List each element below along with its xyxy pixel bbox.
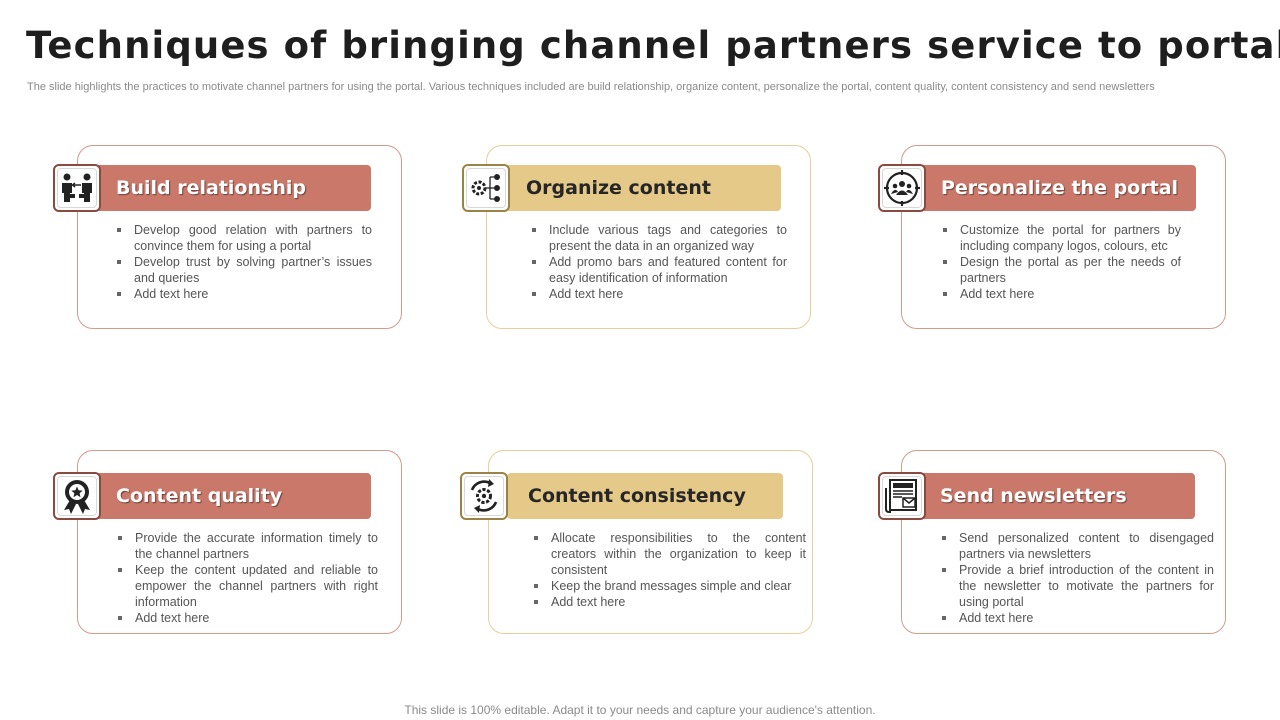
bullet-item: Allocate responsibilities to the content… [532, 530, 806, 578]
slide-footer: This slide is 100% editable. Adapt it to… [404, 703, 876, 717]
bullet-item: Add text here [941, 286, 1181, 302]
bullet-item: Add text here [116, 610, 378, 626]
card-bullets-content-consistency: Allocate responsibilities to the content… [532, 530, 806, 610]
card-heading-personalize-portal: Personalize the portal [920, 165, 1196, 211]
hierarchy-gear-icon [462, 164, 510, 212]
card-bullets-personalize-portal: Customize the portal for partners by inc… [941, 222, 1181, 302]
bullet-item: Add text here [530, 286, 787, 302]
bullet-item: Develop trust by solving partner’s issue… [115, 254, 372, 286]
card-content-consistency [488, 450, 813, 634]
card-organize-content [486, 145, 811, 329]
refresh-cycle-icon [460, 472, 508, 520]
bullet-item: Add text here [532, 594, 806, 610]
bullet-item: Add text here [115, 286, 372, 302]
card-heading-send-newsletters: Send newsletters [919, 473, 1195, 519]
card-content-quality [77, 450, 402, 634]
card-send-newsletters [901, 450, 1226, 634]
bullet-item: Send personalized content to disengaged … [940, 530, 1214, 562]
card-bullets-build-relationship: Develop good relation with partners to c… [115, 222, 372, 302]
newspaper-mail-icon [878, 472, 926, 520]
bullet-item: Keep the brand messages simple and clear [532, 578, 806, 594]
card-heading-build-relationship: Build relationship [94, 165, 371, 211]
card-bullets-organize-content: Include various tags and categories to p… [530, 222, 787, 302]
bullet-item: Add promo bars and featured content for … [530, 254, 787, 286]
bullet-item: Provide a brief introduction of the cont… [940, 562, 1214, 610]
card-bullets-send-newsletters: Send personalized content to disengaged … [940, 530, 1214, 626]
card-personalize-portal [901, 145, 1226, 329]
bullet-item: Customize the portal for partners by inc… [941, 222, 1181, 254]
bullet-item: Add text here [940, 610, 1214, 626]
bullet-item: Develop good relation with partners to c… [115, 222, 372, 254]
bullet-item: Keep the content updated and reliable to… [116, 562, 378, 610]
slide-subtitle: The slide highlights the practices to mo… [27, 81, 1155, 93]
bullet-item: Provide the accurate information timely … [116, 530, 378, 562]
card-heading-organize-content: Organize content [505, 165, 781, 211]
group-target-icon [878, 164, 926, 212]
card-heading-content-quality: Content quality [95, 473, 371, 519]
handshake-people-icon [53, 164, 101, 212]
bullet-item: Include various tags and categories to p… [530, 222, 787, 254]
card-heading-content-consistency: Content consistency [507, 473, 783, 519]
award-badge-icon [53, 472, 101, 520]
bullet-item: Design the portal as per the needs of pa… [941, 254, 1181, 286]
card-build-relationship [77, 145, 402, 329]
card-bullets-content-quality: Provide the accurate information timely … [116, 530, 378, 626]
slide-title: Techniques of bringing channel partners … [26, 24, 1280, 67]
